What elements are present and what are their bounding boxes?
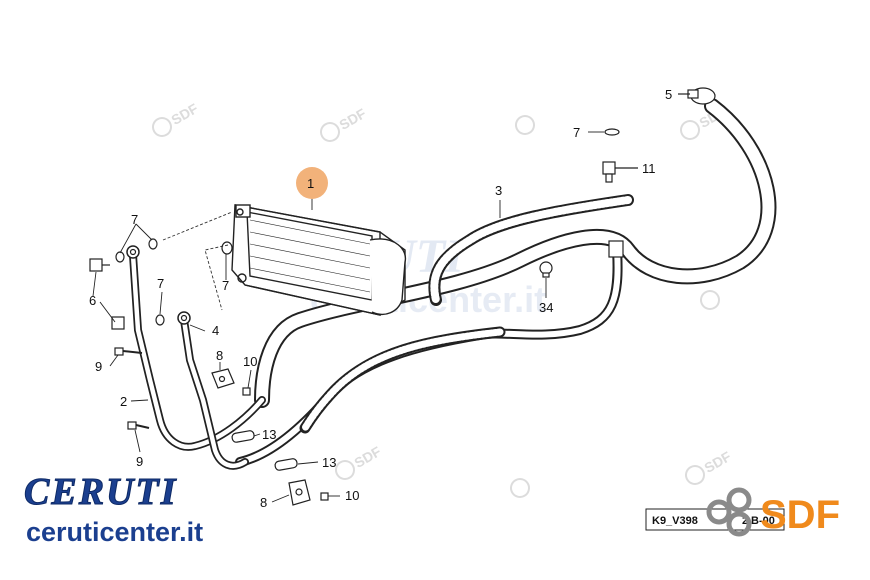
callout-7-cooler[interactable]: 7 (222, 278, 229, 293)
oil-cooler (231, 204, 407, 316)
watermark-sdf-3 (515, 115, 535, 135)
watermark-sdf-8: SDF (685, 448, 734, 485)
callout-6[interactable]: 6 (89, 293, 96, 308)
clip-34 (539, 261, 553, 278)
sleeve-13a (231, 430, 255, 443)
callout-8-bottom[interactable]: 8 (260, 495, 267, 510)
watermark-sdf-5 (700, 290, 720, 310)
callout-7-left[interactable]: 7 (131, 212, 138, 227)
sdf-logo-mark (706, 487, 752, 537)
callout-13-top[interactable]: 13 (262, 427, 276, 442)
sleeve-13b (274, 458, 298, 471)
nut-10a (242, 387, 251, 396)
screw-9a (114, 347, 143, 356)
guide-lines (162, 211, 233, 311)
reference-code-tail: 2 (742, 515, 748, 527)
callout-2[interactable]: 2 (120, 394, 127, 409)
washer-7b (148, 238, 158, 250)
reference-code-end: B-00 (751, 515, 775, 527)
watermark-sdf-text: SDF (351, 443, 384, 471)
clip-block-8b (288, 479, 311, 506)
pipe-4 (177, 311, 249, 470)
banjo-bolt-6b (111, 316, 125, 330)
clip-block-8a (211, 368, 235, 389)
hose-end-fitting (608, 240, 624, 258)
callout-8-top[interactable]: 8 (216, 348, 223, 363)
washer-7d (221, 241, 233, 255)
sdf-logo: SDF (706, 487, 840, 537)
clamp-5 (678, 87, 716, 105)
callout-7-mid[interactable]: 7 (157, 276, 164, 291)
callout-9-bottom[interactable]: 9 (136, 454, 143, 469)
washer-7a (115, 251, 125, 263)
callout-1-highlight (296, 167, 328, 199)
callout-4[interactable]: 4 (212, 323, 219, 338)
return-hose (254, 98, 777, 408)
ceruti-logo-text: CERUTI (24, 471, 177, 513)
callout-11[interactable]: 11 (642, 161, 656, 176)
watermark-sdf-text: SDF (701, 448, 734, 476)
callout-3[interactable]: 3 (495, 183, 502, 198)
watermark-sdf-2: SDF (320, 105, 369, 142)
watermark-sdf-7 (510, 478, 530, 498)
watermark-sdf-text: SDF (336, 105, 369, 133)
callout-34[interactable]: 34 (539, 300, 553, 315)
corrugated-sleeve (428, 194, 634, 306)
hardware (89, 87, 716, 506)
callout-10-top[interactable]: 10 (243, 354, 257, 369)
banjo-bolt-6a (89, 258, 103, 272)
callout-10-bottom[interactable]: 10 (345, 488, 359, 503)
washer-7c (155, 314, 165, 326)
callout-7-top[interactable]: 7 (573, 125, 580, 140)
sdf-logo-text: SDF (760, 493, 840, 537)
watermark-sdf-1: SDF (152, 100, 201, 137)
nut-10b (320, 492, 329, 501)
ceruti-url: ceruticenter.it (26, 517, 203, 547)
washer-7-top (604, 128, 620, 136)
callout-5[interactable]: 5 (665, 87, 672, 102)
watermark-sdf-text: SDF (168, 100, 201, 128)
callout-9-top[interactable]: 9 (95, 359, 102, 374)
leader-lines (92, 93, 690, 503)
watermark-sdf-6: SDF (335, 443, 384, 480)
screw-9b (127, 421, 150, 430)
pipe-2 (126, 245, 266, 451)
ceruti-logo: CERUTI ceruticenter.it (24, 471, 204, 548)
callout-1[interactable]: 1 (307, 176, 314, 191)
callout-13-bottom[interactable]: 13 (322, 455, 336, 470)
lower-hose (235, 245, 623, 467)
reference-code: K9_V398 (652, 515, 698, 527)
fitting-11 (602, 161, 638, 183)
